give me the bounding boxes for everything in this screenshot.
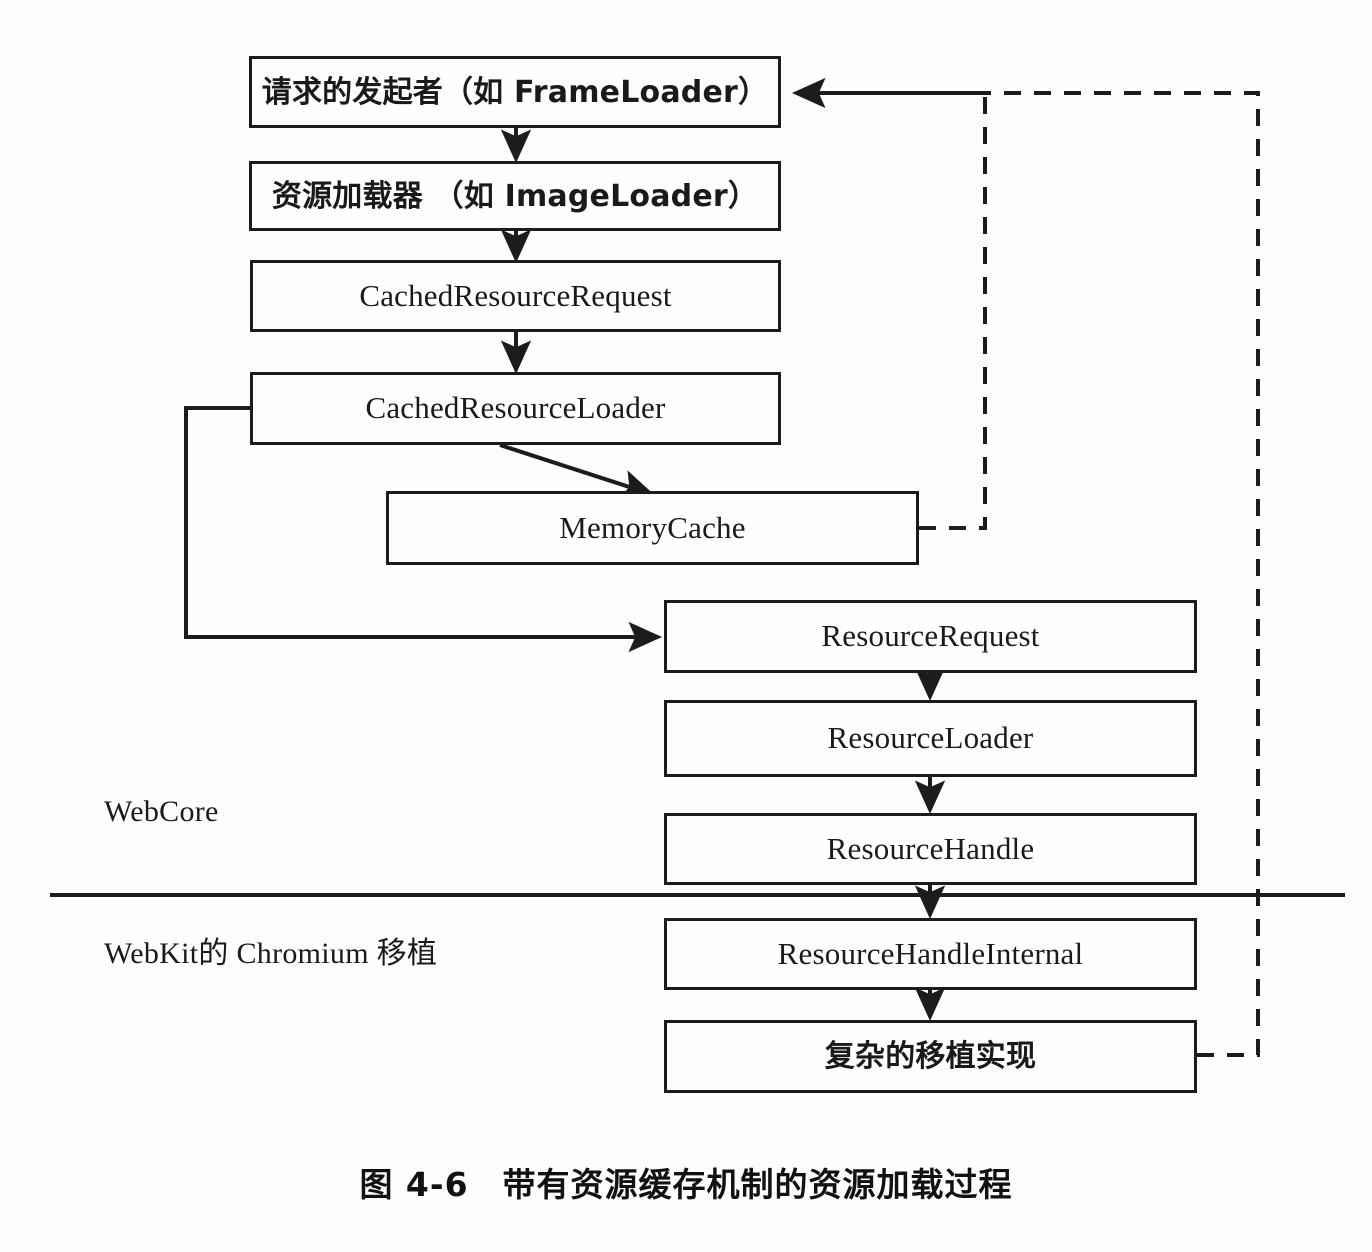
zone-label-webkit-chromium: WebKit的 Chromium 移植: [104, 928, 437, 972]
node-memory-cache[interactable]: MemoryCache: [386, 491, 919, 565]
node-resource-handle-internal-label: ResourceHandleInternal: [777, 935, 1084, 971]
figure-caption-text: 图 4-6 带有资源缓存机制的资源加载过程: [359, 1165, 1013, 1204]
figure-caption: 图 4-6 带有资源缓存机制的资源加载过程: [0, 1158, 1372, 1206]
node-resource-handle-label: ResourceHandle: [826, 830, 1035, 866]
node-resource-request-label: ResourceRequest: [821, 618, 1040, 654]
node-resource-loader-cn[interactable]: 资源加载器 （如 ImageLoader）: [249, 161, 781, 231]
edge-complexport-feedback-dashed: [800, 91, 1260, 1057]
node-complex-port-impl[interactable]: 复杂的移植实现: [664, 1020, 1197, 1093]
zone-label-webcore: WebCore: [104, 795, 219, 829]
node-resource-handle[interactable]: ResourceHandle: [664, 813, 1197, 885]
node-cached-resource-request-label: CachedResourceRequest: [359, 277, 672, 313]
node-request-initiator-label: 请求的发起者（如 FrameLoader）: [261, 74, 769, 110]
edge-memorycache-feedback-dashed: [792, 77, 987, 530]
zone-label-webcore-text: WebCore: [104, 795, 219, 828]
zone-label-webkit-chromium-text: WebKit的 Chromium 移植: [104, 937, 438, 970]
node-resource-loader[interactable]: ResourceLoader: [664, 700, 1197, 777]
edge-cachedloader-to-resourcerequest: [184, 406, 662, 653]
node-complex-port-impl-label: 复杂的移植实现: [824, 1039, 1037, 1074]
node-resource-handle-internal[interactable]: ResourceHandleInternal: [664, 918, 1197, 990]
node-resource-loader-cn-label: 资源加载器 （如 ImageLoader）: [271, 178, 759, 214]
edge-cachedloader-to-memorycache: [499, 443, 655, 500]
node-memory-cache-label: MemoryCache: [559, 509, 746, 545]
node-cached-resource-request[interactable]: CachedResourceRequest: [250, 260, 781, 332]
node-resource-loader-label: ResourceLoader: [827, 720, 1034, 756]
node-cached-resource-loader-label: CachedResourceLoader: [365, 390, 666, 426]
node-resource-request[interactable]: ResourceRequest: [664, 600, 1197, 673]
node-cached-resource-loader[interactable]: CachedResourceLoader: [250, 372, 781, 445]
node-request-initiator[interactable]: 请求的发起者（如 FrameLoader）: [249, 56, 781, 128]
